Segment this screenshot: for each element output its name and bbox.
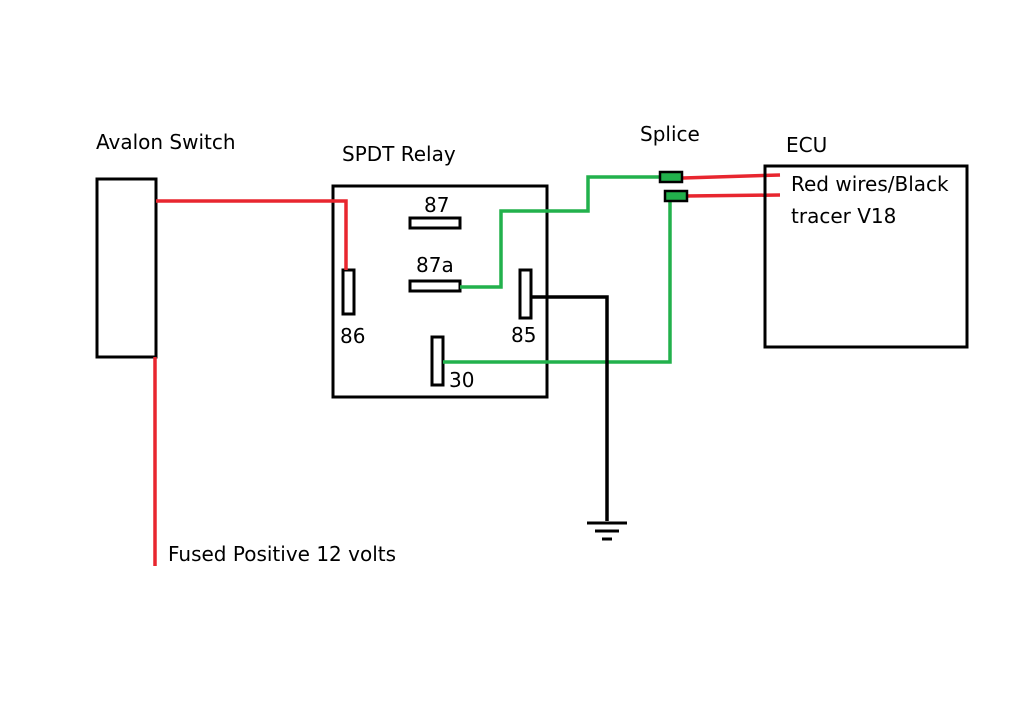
relay-box [331,184,549,399]
ecu-wires-line-1: Red wires/Black [791,172,949,196]
relay-pin-85 [518,268,533,320]
avalon-switch-label: Avalon Switch [96,130,236,154]
ecu-label: ECU [786,133,827,157]
splice-label: Splice [640,122,700,146]
wire-30-to-splice [443,200,672,364]
avalon-switch-box [95,177,158,359]
splice-connector-top [658,170,684,184]
wire-85-to-ground [531,295,609,521]
wire-87a-to-splice [460,175,662,289]
relay-title: SPDT Relay [342,142,456,166]
splice-connector-bottom [663,189,689,203]
pin-87a-label: 87a [416,253,454,277]
pin-87-label: 87 [424,193,449,217]
ground-symbol-icon [587,521,627,541]
pin-30-label: 30 [449,368,474,392]
fused-positive-label: Fused Positive 12 volts [168,542,396,566]
relay-pin-87 [408,216,462,230]
pin-86-label: 86 [340,324,365,348]
ecu-wires-line-2: tracer V18 [791,204,896,228]
relay-pin-87a [408,279,462,293]
relay-pin-86 [341,268,356,316]
pin-85-label: 85 [511,323,536,347]
ecu-box [763,164,969,349]
wire-switch-to-pin-86 [156,199,348,270]
relay-pin-30 [430,335,445,387]
